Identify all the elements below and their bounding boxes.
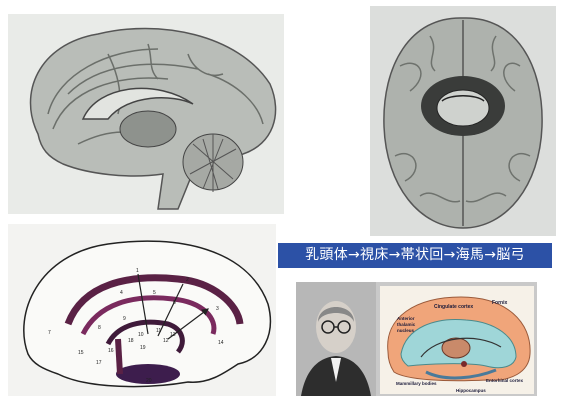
diagram-number: 17 bbox=[96, 360, 102, 366]
label-thalamic: thalamic bbox=[397, 322, 416, 327]
diagram-number: 2 bbox=[186, 277, 189, 283]
diagram-number: 7 bbox=[48, 330, 51, 336]
diagram-number: 4 bbox=[120, 290, 123, 296]
diagram-number: 19 bbox=[140, 345, 146, 351]
portrait-and-limbic-figure: Cingulate cortex Fornix Anterior thalami… bbox=[296, 282, 537, 396]
diagram-number: 20 bbox=[146, 378, 152, 384]
label-mammillary-bodies: Mammillary bodies bbox=[396, 381, 437, 386]
diagram-number: 10 bbox=[138, 332, 144, 338]
label-hippocampus: Hippocampus bbox=[456, 388, 486, 393]
label-entorhinal-cortex: Entorhinal cortex bbox=[486, 378, 524, 383]
label-nucleus: nucleus bbox=[397, 328, 415, 333]
diagram-number: 6 bbox=[173, 300, 176, 306]
diagram-number: 9 bbox=[123, 316, 126, 322]
sagittal-brain-drawing bbox=[8, 14, 284, 214]
basal-brain-drawing bbox=[370, 6, 556, 236]
label-fornix: Fornix bbox=[492, 300, 507, 306]
circuit-caption: 乳頭体→視床→帯状回→海馬→脳弓 bbox=[278, 243, 552, 268]
portrait-limbic-drawing: Cingulate cortex Fornix Anterior thalami… bbox=[296, 282, 537, 396]
diagram-number: 12 bbox=[163, 338, 169, 344]
label-anterior: Anterior bbox=[397, 316, 415, 321]
diagram-number: 5 bbox=[153, 290, 156, 296]
diagram-number: 15 bbox=[78, 350, 84, 356]
sagittal-brain-engraving bbox=[8, 14, 284, 214]
label-cingulate-cortex: Cingulate cortex bbox=[434, 304, 473, 310]
diagram-number: 1 bbox=[136, 268, 139, 274]
diagram-number: 14 bbox=[218, 340, 224, 346]
diagram-number: 11 bbox=[156, 328, 161, 334]
diagram-number: 18 bbox=[128, 338, 134, 344]
diagram-number: 16 bbox=[108, 348, 114, 354]
diagram-number: 3 bbox=[216, 306, 219, 312]
diagram-number: 13 bbox=[170, 332, 176, 338]
diagram-number: 8 bbox=[98, 325, 101, 331]
basal-brain-engraving bbox=[370, 6, 556, 236]
